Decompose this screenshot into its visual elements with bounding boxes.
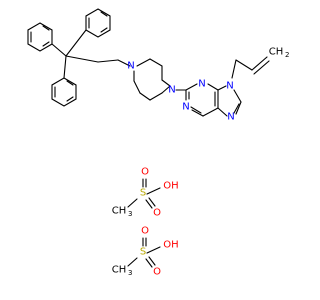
vinyl-ch-text: CH — [269, 47, 284, 58]
imidazole-nitrogen-9: N — [226, 81, 233, 92]
vinyl-ch2-label: CH 2 — [269, 47, 290, 60]
methanesulfonic-acid-2-bonds — [127, 237, 161, 268]
mesylate-1-sulfur: S — [140, 188, 146, 199]
mesylate-2-oxygen-top: O — [141, 226, 149, 237]
mesylate-1-oxygen-bottom: O — [153, 208, 161, 219]
bond-allyl-1 — [231, 59, 237, 79]
bond-allyl-2 — [235, 59, 253, 71]
mesylate-2-hydroxyl: OH — [163, 240, 178, 251]
methanesulfonic-acid-1-bonds — [127, 178, 161, 209]
mesylate-1-ch-text: CH — [112, 206, 127, 217]
bond-c-phenyl-b — [65, 29, 87, 57]
mesylate-1-oxygen-top: O — [141, 167, 149, 178]
bond-chain-1 — [65, 55, 99, 63]
mesylate-2-sulfur: S — [140, 247, 146, 258]
mesylate-1-subscript: 3 — [128, 210, 132, 218]
phenyl-ring-top — [85, 8, 111, 38]
pyrimidine-nitrogen-top: N — [198, 79, 205, 90]
structure-diagram: N N N N N N CH 2 S O O OH CH 3 S O O OH … — [27, 8, 290, 278]
piperazine-ring — [133, 58, 171, 101]
bond-chain-2 — [97, 59, 119, 63]
mesylate-2-oxygen-bottom: O — [153, 267, 161, 278]
vinyl-subscript: 2 — [285, 51, 289, 59]
mesylate-2-ch-text: CH — [112, 265, 127, 276]
bond-chain-3 — [117, 59, 131, 67]
bond-allyl-3 — [251, 56, 268, 71]
piperazine-nitrogen-upper: N — [127, 61, 134, 72]
bond-c-phenyl-a — [51, 43, 67, 57]
mesylate-2-subscript: 3 — [128, 269, 132, 277]
mesylate-2-methyl: CH 3 — [112, 265, 133, 278]
phenyl-ring-lower-left — [51, 77, 77, 107]
phenyl-ring-top-left — [27, 22, 53, 52]
pyrimidine-nitrogen-left: N — [182, 102, 189, 113]
atom-labels: N N N N N N CH 2 S O O OH CH 3 S O O OH … — [112, 47, 290, 278]
piperazine-nitrogen-lower: N — [168, 85, 175, 96]
bonds — [27, 8, 270, 268]
pyrimidine-ring — [185, 83, 219, 117]
imidazole-nitrogen-7: N — [227, 112, 234, 123]
bond-allyl-3-double — [253, 60, 270, 75]
mesylate-1-methyl: CH 3 — [112, 206, 133, 219]
bond-c-phenyl-c — [63, 55, 67, 79]
imidazole-ring — [217, 85, 242, 117]
mesylate-1-hydroxyl: OH — [163, 181, 178, 192]
